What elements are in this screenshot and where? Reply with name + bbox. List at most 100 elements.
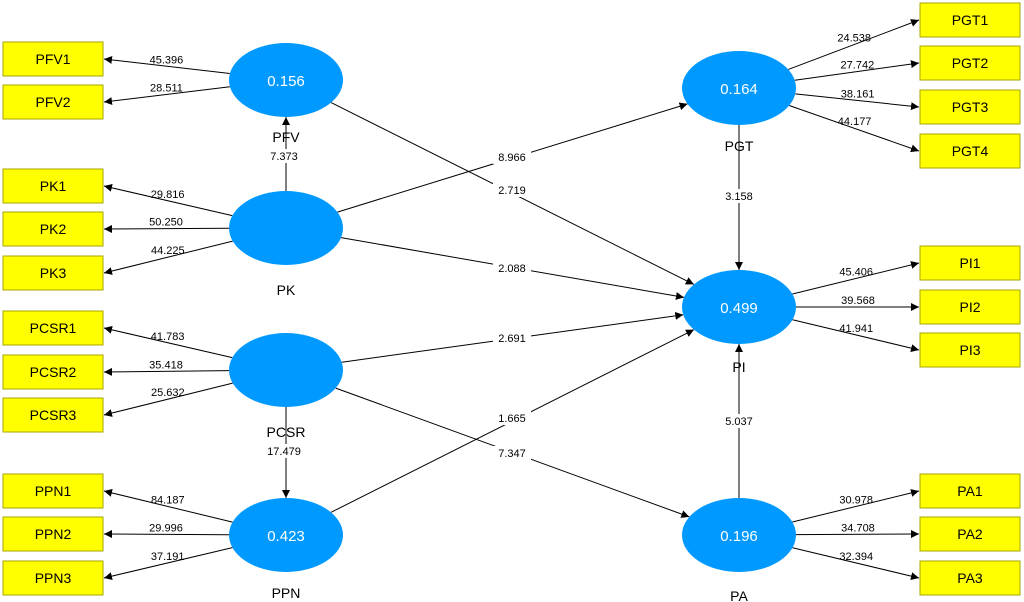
indicator-box [2,310,104,346]
path-label-pk-pgt: 8.966 [498,152,526,164]
loading-arrow-pgt2 [794,60,920,81]
indicator-box [919,516,1021,552]
indicator-ppn1[interactable]: PPN1 [2,473,104,509]
loading-label-pk3: 44.225 [151,245,185,257]
indicator-pa3[interactable]: PA3 [919,560,1021,596]
indicator-pi1[interactable]: PI1 [919,245,1021,281]
path-label-pgt-pi: 3.158 [725,191,753,203]
construct-name: PI [732,359,745,375]
path-label-bg [493,446,531,460]
construct-name: PGT [725,138,754,154]
path-label-bg [720,414,758,428]
indicator-pa1[interactable]: PA1 [919,473,1021,509]
loading-label-pgt3: 38.161 [841,88,875,100]
indicator-ppn3[interactable]: PPN3 [2,560,104,596]
path-label-bg [493,183,531,197]
loading-arrow-pa1 [792,489,920,523]
indicator-box [2,473,104,509]
path-label-bg [265,444,303,458]
construct-ellipse [229,498,343,572]
indicator-pk1[interactable]: PK1 [2,168,104,204]
construct-r2-value: 0.156 [267,73,305,90]
loading-label-pcsr2: 35.418 [149,359,183,371]
construct-ellipse [229,333,343,407]
indicator-pgt1[interactable]: PGT1 [919,2,1021,38]
construct-ellipse [682,498,796,572]
construct-ellipse [229,43,343,117]
indicator-box [2,397,104,433]
loading-label-pgt4: 44.177 [838,116,872,128]
indicator-ppn2[interactable]: PPN2 [2,516,104,552]
loading-arrow-pgt4 [789,105,920,153]
indicator-label: PPN2 [35,526,72,542]
loading-label-pk2: 50.250 [149,217,183,229]
path-label-bg [493,261,531,275]
indicator-pcsr2[interactable]: PCSR2 [2,354,104,390]
loading-arrow-ppn2 [103,530,230,539]
construct-name: PCSR [267,424,306,440]
indicator-label: PGT4 [952,143,989,159]
indicator-pfv1[interactable]: PFV1 [2,41,104,77]
indicator-pgt2[interactable]: PGT2 [919,45,1021,81]
indicator-label: PCSR2 [30,364,77,380]
indicator-label: PA1 [957,483,983,499]
loading-arrow-pfv1 [103,55,230,75]
loading-arrow-pgt1 [788,19,920,70]
indicator-pk2[interactable]: PK2 [2,211,104,247]
indicator-box [919,2,1021,38]
loading-label-ppn2: 29.996 [149,522,183,534]
path-label-bg [493,150,531,164]
indicator-box [2,41,104,77]
indicator-pa2[interactable]: PA2 [919,516,1021,552]
path-label-pa-pi: 5.037 [725,416,753,428]
indicator-pgt4[interactable]: PGT4 [919,133,1021,169]
loading-arrow-pk3 [103,240,233,275]
loading-arrow-pcsr2 [103,367,230,376]
loading-label-pi2: 39.568 [841,295,875,307]
construct-r2-value: 0.423 [267,528,305,545]
loading-arrow-pi3 [792,319,920,353]
loading-label-pa1: 30.978 [839,495,873,507]
edge-labels-layer: 45.39628.51129.81650.25044.22541.78335.4… [149,33,875,563]
path-label-pk-pi: 2.088 [498,263,526,275]
indicator-label: PI3 [959,342,980,358]
construct-pcsr[interactable]: PCSR [229,333,343,440]
path-label-pfv-pi: 2.719 [498,185,526,197]
path-label-bg [265,149,303,163]
indicator-pfv2[interactable]: PFV2 [2,84,104,120]
construct-pk[interactable]: PK [229,191,343,298]
loading-arrow-pi1 [792,261,920,295]
indicator-pk3[interactable]: PK3 [2,255,104,291]
loading-label-pfv1: 45.396 [150,54,184,66]
construct-name: PK [277,282,296,298]
indicator-label: PA2 [957,526,983,542]
indicator-box [2,168,104,204]
indicator-box [2,255,104,291]
loading-arrow-pk1 [103,183,233,217]
loading-arrow-pfv2 [103,86,231,106]
indicator-label: PI1 [959,255,980,271]
indicator-label: PGT1 [952,12,989,28]
loading-label-pfv2: 28.511 [150,82,183,94]
indicator-pi3[interactable]: PI3 [919,332,1021,368]
indicator-pgt3[interactable]: PGT3 [919,89,1021,125]
indicator-pcsr1[interactable]: PCSR1 [2,310,104,346]
indicator-label: PK3 [40,265,67,281]
indicator-pcsr3[interactable]: PCSR3 [2,397,104,433]
path-label-bg [493,411,531,425]
loading-arrow-pcsr1 [103,325,233,359]
construct-name: PPN [272,585,301,601]
indicator-box [919,133,1021,169]
indicator-box [919,332,1021,368]
indicator-box [2,211,104,247]
indicator-label: PGT2 [952,55,989,71]
indicator-pi2[interactable]: PI2 [919,289,1021,325]
